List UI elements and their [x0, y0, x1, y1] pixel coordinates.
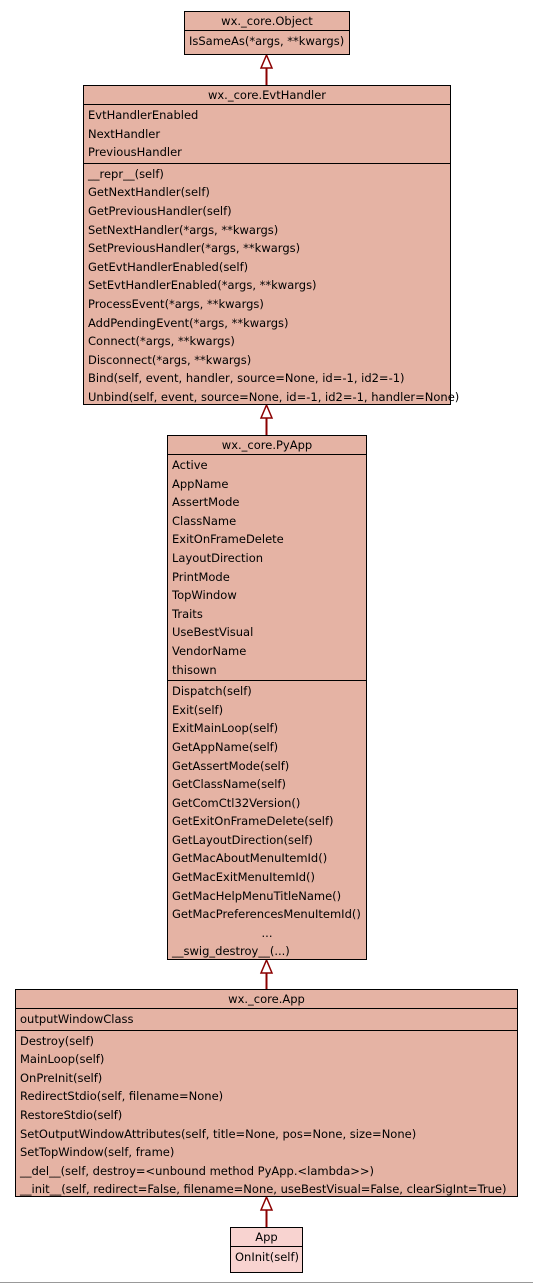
class-name: wx._core.PyApp	[168, 436, 366, 455]
method-item: GetLayoutDirection(self)	[172, 832, 313, 847]
method-item: Destroy(self)	[20, 1033, 95, 1048]
attribute-item: VendorName	[172, 643, 247, 658]
attribute-item: ClassName	[172, 513, 237, 528]
methods-section: Dispatch(self) Exit(self) ExitMainLoop(sel…	[168, 681, 366, 962]
class-userapp: App OnInit(self)	[230, 1227, 303, 1273]
attribute-item: EvtHandlerEnabled	[88, 108, 199, 122]
method-item: SetEvtHandlerEnabled(*args, **kwargs)	[88, 278, 317, 293]
method-item: OnInit(self)	[235, 1250, 300, 1264]
method-item: Disconnect(*args, **kwargs)	[88, 352, 252, 367]
methods-section: IsSameAs(*args, **kwargs)	[185, 31, 349, 52]
method-item: __del__(self, destroy=<unbound method Py…	[20, 1163, 375, 1178]
method-item: GetAssertMode(self)	[172, 758, 290, 773]
attribute-item: outputWindowClass	[20, 1012, 134, 1026]
attribute-item: NextHandler	[88, 126, 161, 141]
methods-section: Destroy(self) MainLoop(self) OnPreInit(sel…	[16, 1031, 517, 1200]
method-item: __swig_destroy__(...)	[172, 944, 290, 959]
method-item: GetEvtHandlerEnabled(self)	[88, 259, 249, 274]
method-item: GetNextHandler(self)	[88, 185, 210, 200]
method-item: __repr__(self)	[88, 166, 164, 181]
class-object: wx._core.Object IsSameAs(*args, **kwargs…	[184, 11, 350, 55]
method-item: ...	[261, 925, 273, 940]
method-item: Unbind(self, event, source=None, id=-1, …	[88, 389, 460, 404]
method-item: SetTopWindow(self, frame)	[20, 1145, 175, 1160]
method-item: MainLoop(self)	[20, 1052, 105, 1067]
method-item: GetPreviousHandler(self)	[88, 203, 232, 218]
method-item: GetMacAboutMenuItemId()	[172, 851, 328, 866]
attribute-item: Traits	[172, 606, 203, 621]
method-item: RedirectStdio(self, filename=None)	[20, 1089, 224, 1104]
attribute-item: PreviousHandler	[88, 145, 182, 160]
class-name: wx._core.EvtHandler	[84, 86, 450, 105]
method-item: AddPendingEvent(*args, **kwargs)	[88, 315, 289, 330]
edge-evthandler-to-object	[259, 53, 274, 85]
attribute-item: PrintMode	[172, 569, 230, 584]
method-item: GetMacExitMenuItemId()	[172, 870, 315, 885]
method-item: ExitMainLoop(self)	[172, 721, 279, 736]
attribute-item: thisown	[172, 662, 217, 677]
attribute-item: UseBestVisual	[172, 625, 254, 640]
method-item: SetOutputWindowAttributes(self, title=No…	[20, 1126, 417, 1141]
attribute-item: AssertMode	[172, 495, 240, 510]
attribute-item: TopWindow	[172, 588, 237, 603]
attribute-item: LayoutDirection	[172, 550, 264, 565]
attribute-item: AppName	[172, 476, 229, 491]
method-item: GetAppName(self)	[172, 739, 279, 754]
attribute-item: Active	[172, 458, 208, 472]
class-name: App	[231, 1228, 302, 1247]
edge-app-to-pyapp	[259, 958, 274, 989]
method-item: SetNextHandler(*args, **kwargs)	[88, 222, 279, 237]
method-item: GetMacHelpMenuTitleName()	[172, 888, 342, 903]
method-item: OnPreInit(self)	[20, 1070, 103, 1085]
method-item: SetPreviousHandler(*args, **kwargs)	[88, 241, 301, 256]
edge-pyapp-to-evthandler	[259, 403, 274, 435]
method-item: Bind(self, event, handler, source=None, …	[88, 371, 405, 386]
method-item: IsSameAs(*args, **kwargs)	[189, 34, 345, 48]
method-item: Connect(*args, **kwargs)	[88, 334, 235, 349]
method-item: GetComCtl32Version()	[172, 795, 301, 810]
methods-section: OnInit(self)	[231, 1247, 302, 1268]
class-name: wx._core.Object	[185, 12, 349, 31]
method-item: __init__(self, redirect=False, filename=…	[20, 1182, 507, 1197]
edge-userapp-to-app	[259, 1195, 274, 1227]
class-name: wx._core.App	[16, 990, 517, 1009]
attributes-section: outputWindowClass	[16, 1009, 517, 1031]
methods-section: __repr__(self) GetNextHandler(self) GetPre…	[84, 164, 460, 408]
method-item: Dispatch(self)	[172, 684, 252, 699]
method-item: GetExitOnFrameDelete(self)	[172, 814, 334, 829]
method-item: Exit(self)	[172, 702, 224, 717]
method-item: GetMacPreferencesMenuItemId()	[172, 907, 361, 922]
attribute-item: ExitOnFrameDelete	[172, 532, 284, 547]
class-app: wx._core.App outputWindowClass Destroy(s…	[15, 989, 518, 1197]
method-item: GetClassName(self)	[172, 777, 286, 792]
method-item: RestoreStdio(self)	[20, 1107, 123, 1122]
method-item: ProcessEvent(*args, **kwargs)	[88, 296, 264, 311]
